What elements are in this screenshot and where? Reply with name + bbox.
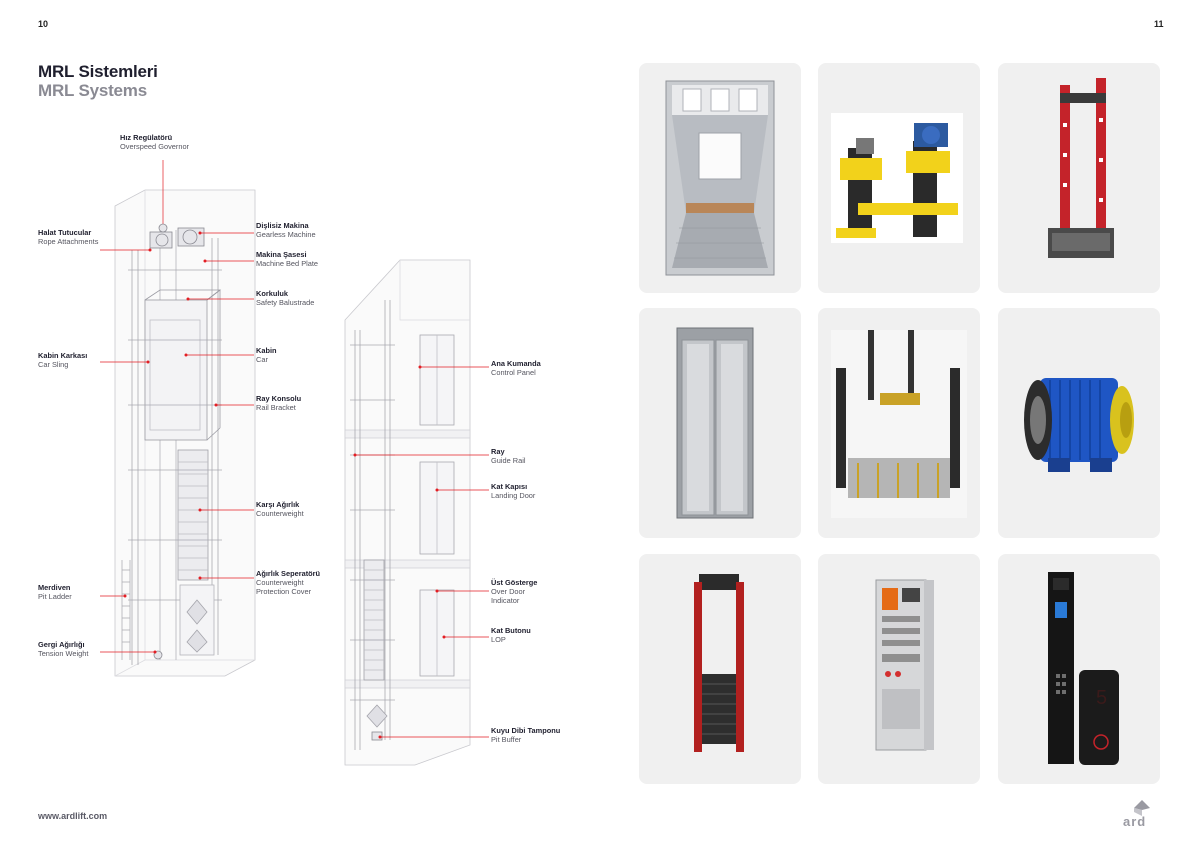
svg-text:5: 5 [1096, 687, 1107, 709]
counterweight-frame-image [694, 574, 744, 752]
label-counterweight-protection-cover: Ağırlık Seperatörü Counterweight Protect… [256, 569, 321, 596]
lop-panel-image: 5 [1048, 572, 1119, 765]
ard-logo: ard [1120, 798, 1164, 830]
product-card-control-cabinet [818, 554, 980, 784]
page-title: MRL Sistemleri [38, 62, 158, 81]
right-shaft-illustration [344, 259, 471, 766]
product-card-landing-door [639, 308, 801, 538]
label-landing-door: Kat Kapısı Landing Door [491, 482, 536, 500]
mrl-system-diagram [100, 160, 489, 766]
shaft-view-image [831, 330, 967, 518]
label-overspeed-governor: Hız Regülatörü Overspeed Governor [120, 133, 190, 151]
label-pit-ladder: Merdiven Pit Ladder [38, 583, 72, 601]
footer-website: www.ardlift.com [38, 811, 108, 821]
label-counterweight: Karşı Ağırlık Counterweight [256, 500, 304, 518]
red-car-sling-image [1048, 78, 1114, 258]
label-guide-rail: Ray Guide Rail [491, 447, 526, 465]
label-gearless-machine: Dişlisiz Makina Gearless Machine [256, 221, 316, 239]
page-number-left: 10 [38, 19, 49, 29]
label-rail-bracket: Ray Konsolu Rail Bracket [256, 394, 302, 412]
label-rope-attachments: Halat Tutucular Rope Attachments [38, 228, 99, 246]
product-card-shaft-view [818, 308, 980, 538]
ard-logo-icon [1134, 800, 1150, 816]
page-subtitle: MRL Systems [38, 81, 147, 100]
product-card-gearless-machine-frame [818, 63, 980, 293]
label-safety-balustrade: Korkuluk Safety Balustrade [256, 289, 315, 307]
leader-lines [100, 231, 489, 739]
landing-door-image [676, 327, 754, 519]
control-cabinet-image [875, 579, 934, 751]
product-card-red-car-sling [998, 63, 1160, 293]
label-car: Kabin Car [256, 346, 277, 364]
label-lop: Kat Butonu LOP [491, 626, 531, 644]
gearless-machine-frame-image [831, 113, 963, 243]
label-control-panel: Ana Kumanda Control Panel [491, 359, 541, 377]
label-car-sling: Kabin Karkası Car Sling [38, 351, 88, 369]
car-interior-image [665, 80, 775, 276]
product-card-car-interior [639, 63, 801, 293]
left-shaft-illustration [114, 160, 256, 677]
label-pit-buffer: Kuyu Dibi Tamponu Pit Buffer [491, 726, 561, 744]
page-number-right: 11 [1154, 19, 1164, 29]
label-over-door-indicator: Üst Gösterge Over Door Indicator [491, 578, 538, 605]
product-card-blue-gearless-motor [998, 308, 1160, 538]
blue-gearless-motor-image [1024, 378, 1134, 472]
product-card-lop-panel: 5 [998, 554, 1160, 784]
label-tension-weight: Gergi Ağırlığı Tension Weight [38, 640, 89, 658]
product-card-counterweight-frame [639, 554, 801, 784]
ard-logo-text: ard [1123, 814, 1147, 829]
label-machine-bed-plate: Makina Şasesi Machine Bed Plate [256, 250, 319, 268]
